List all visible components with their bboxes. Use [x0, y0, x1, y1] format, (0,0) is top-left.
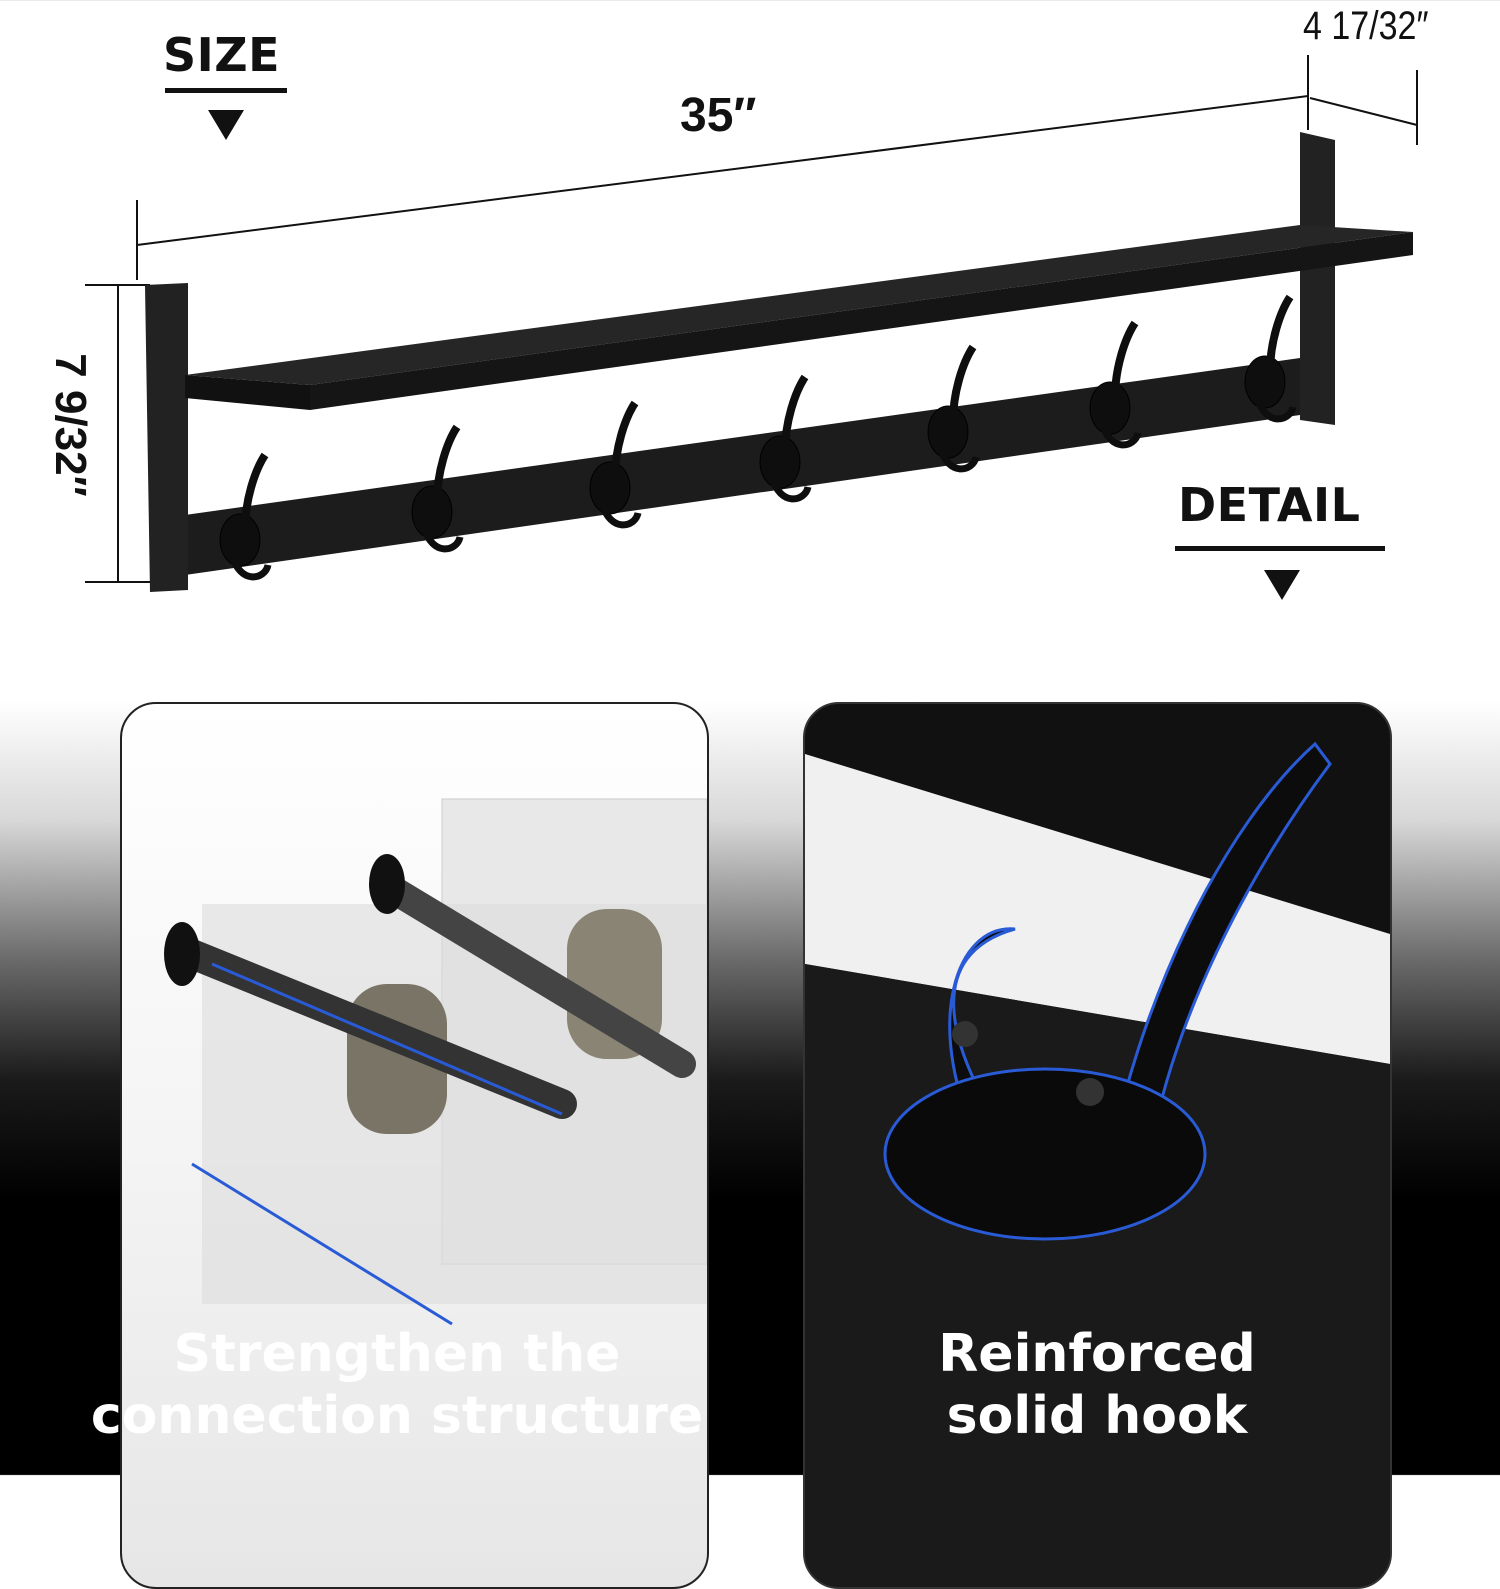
coat-hook [1244, 294, 1297, 423]
caption-line: Strengthen the [173, 1324, 621, 1384]
shelf-front [185, 375, 310, 410]
connection-structure-panel [120, 702, 709, 1589]
size-heading: SIZE [163, 28, 281, 82]
detail-arrow-icon [1264, 570, 1300, 600]
caption-line: solid hook [946, 1386, 1248, 1446]
size-underline [165, 88, 287, 93]
depth-dimension: 4 17/32″ [1303, 4, 1429, 48]
coat-hook [1089, 320, 1142, 449]
size-arrow-icon [208, 110, 244, 140]
hook-closeup-illustration [805, 741, 1390, 1587]
back-rail [185, 358, 1300, 575]
screw-connector-illustration [164, 798, 707, 1326]
coat-rack-shelf-illustration [85, 55, 1418, 592]
coat-hook [219, 452, 272, 581]
caption-line: connection structure [90, 1386, 704, 1446]
coat-hook [759, 374, 812, 503]
coat-hook [411, 424, 464, 553]
coat-hook [589, 400, 642, 529]
solid-hook-panel [803, 702, 1392, 1589]
left-post [145, 283, 188, 592]
width-dimension: 35″ [680, 89, 757, 142]
detail-underline [1175, 546, 1385, 551]
coat-hook [927, 344, 980, 473]
solid-hook-caption: Reinforced solid hook [747, 1323, 1447, 1447]
shelf-top [185, 225, 1413, 385]
connection-structure-caption: Strengthen the connection structure [47, 1323, 747, 1447]
caption-line: Reinforced [938, 1324, 1256, 1384]
right-post [1300, 132, 1335, 425]
detail-heading: DETAIL [1178, 478, 1361, 532]
